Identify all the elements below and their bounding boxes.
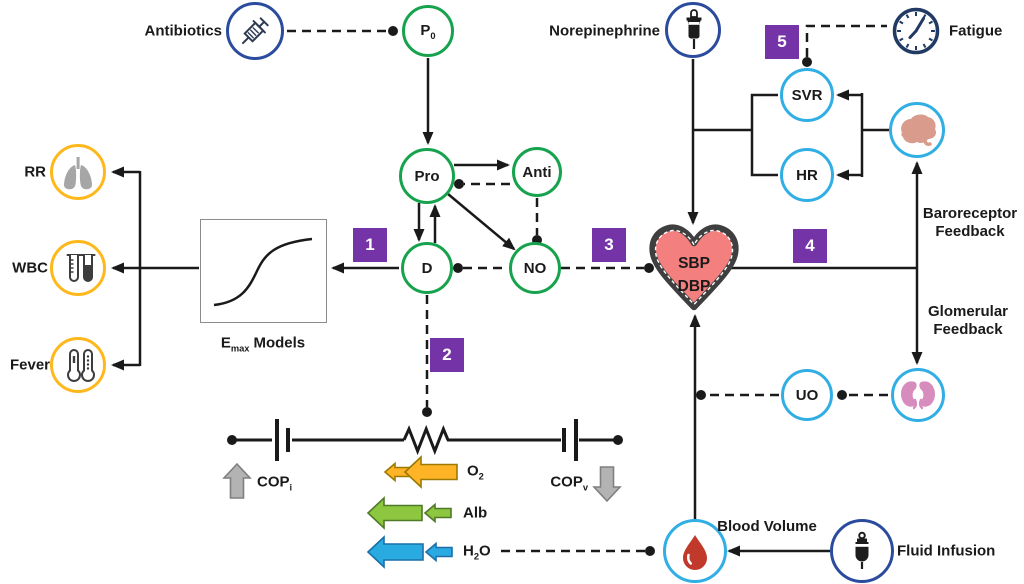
clock-icon — [892, 7, 940, 55]
sigmoid-curve — [213, 237, 313, 307]
dashed-links — [287, 24, 888, 553]
circuit-analog — [227, 419, 623, 461]
solid-arrows — [111, 58, 923, 557]
step-1-badge: 1 — [353, 228, 387, 262]
plain-connectors — [138, 93, 917, 366]
h2o-label: H2O — [463, 542, 491, 562]
fever-label: Fever — [9, 356, 50, 374]
alb-arrow-small — [423, 502, 452, 524]
cop-v-label: COPv — [550, 473, 588, 493]
rr-label: RR — [24, 163, 46, 181]
heart-shape — [649, 224, 739, 311]
node-p0: P0 — [402, 5, 454, 57]
syringe-icon — [241, 17, 269, 45]
brain-icon — [901, 114, 937, 146]
o2-arrow-large — [403, 455, 458, 489]
flux-block-arrows — [222, 455, 622, 569]
thermometers-icon — [67, 349, 95, 382]
norepinephrine-label: Norepinephrine — [549, 22, 660, 40]
lungs-icon — [64, 157, 92, 190]
cop-v-down-arrow — [592, 466, 622, 503]
node-svr: SVR — [780, 68, 834, 122]
step-5-badge: 5 — [765, 25, 799, 59]
norepinephrine-node — [665, 2, 721, 58]
glomerular-feedback-label: Glomerular Feedback — [927, 303, 1009, 338]
antibiotics-label: Antibiotics — [144, 22, 223, 40]
node-pro: Pro — [399, 148, 455, 204]
kidneys-node — [891, 368, 945, 422]
iv-bottle-icon — [686, 9, 702, 49]
node-no: NO — [509, 242, 561, 294]
node-anti: Anti — [512, 147, 562, 197]
wbc-node — [50, 240, 106, 296]
test-tubes-icon — [66, 254, 96, 282]
rr-lungs-node — [50, 144, 106, 200]
resistor-zigzag — [402, 424, 450, 456]
antibiotics-node — [226, 2, 284, 60]
heart-sbp-dbp-label: SBP DBP — [677, 255, 711, 295]
fatigue-label: Fatigue — [949, 22, 1003, 40]
autonomic-brain-node — [889, 102, 945, 158]
step-3-badge: 3 — [592, 228, 626, 262]
step-2-badge: 2 — [430, 338, 464, 372]
blood-volume-node — [663, 519, 727, 583]
cop-i-label: COPi — [257, 473, 293, 493]
wbc-label: WBC — [12, 259, 48, 277]
emax-model-box — [200, 219, 327, 323]
h2o-arrow-small — [424, 541, 453, 563]
alb-arrow-large — [366, 496, 423, 530]
fluid-infusion-node — [830, 519, 894, 583]
baroreceptor-feedback-label: Baroreceptor Feedback — [922, 205, 1018, 240]
node-hr: HR — [780, 148, 834, 202]
alb-label: Alb — [463, 504, 488, 522]
o2-label: O2 — [467, 462, 484, 482]
kidneys-icon — [901, 381, 935, 410]
iv-bag-icon — [855, 531, 869, 569]
fever-node — [50, 337, 106, 393]
blood-drop-icon — [683, 535, 707, 570]
step-4-badge: 4 — [793, 229, 827, 263]
h2o-arrow-large — [366, 535, 424, 569]
fluid-infusion-label: Fluid Infusion — [897, 542, 996, 560]
cop-i-up-arrow — [222, 462, 252, 499]
node-uo: UO — [781, 369, 833, 421]
node-d: D — [401, 242, 453, 294]
blood-volume-label: Blood Volume — [717, 518, 817, 535]
